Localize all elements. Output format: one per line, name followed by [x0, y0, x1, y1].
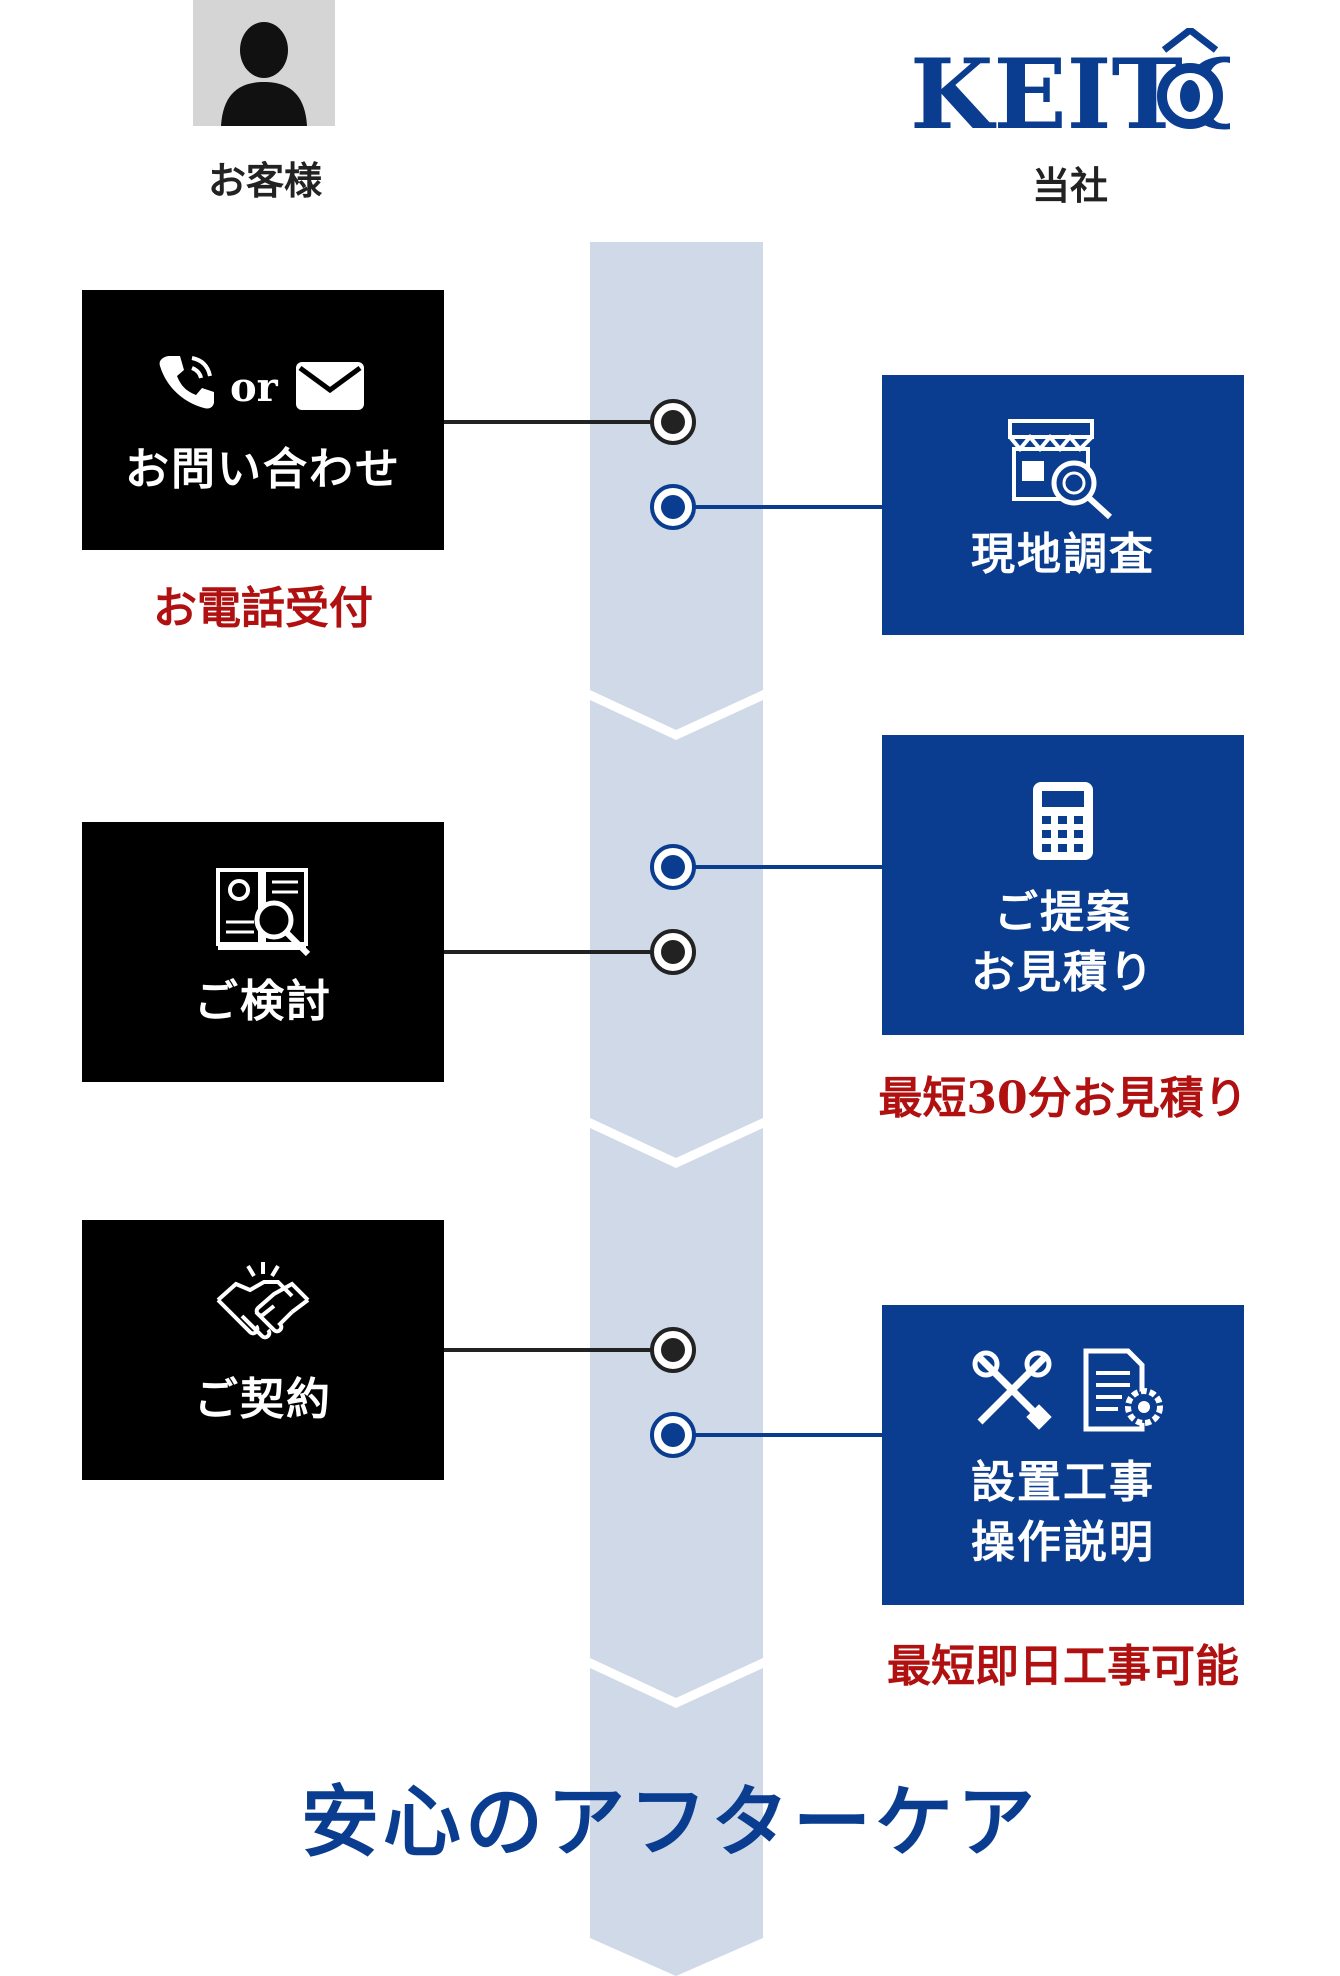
handshake-icon — [216, 1262, 310, 1340]
phone-icon — [159, 356, 214, 409]
customer-avatar — [193, 0, 335, 126]
tools-icon — [972, 1350, 1052, 1430]
install-note: 最短即日工事可能 — [887, 1641, 1239, 1692]
install-connector — [672, 1433, 882, 1437]
inquiry-box: or お問い合わせ — [82, 290, 444, 550]
timeline-node-blue — [650, 1412, 696, 1458]
book-gear-icon — [216, 868, 311, 957]
contract-title: ご契約 — [194, 1374, 332, 1425]
proposal-title-line2: お見積り — [971, 947, 1155, 998]
timeline-node-black — [650, 399, 696, 445]
survey-box: 現地調査 — [882, 375, 1244, 635]
person-icon — [221, 22, 307, 126]
aftercare-heading: 安心のアフターケア — [300, 1777, 1039, 1868]
contract-box: ご契約 — [82, 1220, 444, 1480]
proposal-connector — [672, 865, 882, 869]
store-search-icon — [1008, 419, 1113, 520]
calculator-icon — [1033, 782, 1093, 860]
review-box: ご検討 — [82, 822, 444, 1082]
customer-label: お客様 — [207, 158, 322, 203]
install-title-line1: 設置工事 — [971, 1457, 1155, 1508]
company-label: 当社 — [1031, 163, 1108, 208]
survey-title: 現地調査 — [971, 529, 1155, 580]
proposal-title-line1: ご提案 — [994, 887, 1132, 938]
install-title-line2: 操作説明 — [971, 1517, 1155, 1568]
keito-logo: KEITO — [910, 28, 1230, 138]
install-box: 設置工事 操作説明 — [882, 1305, 1244, 1605]
mail-icon — [296, 362, 364, 410]
timeline-node-black — [650, 1327, 696, 1373]
timeline-node-blue — [650, 484, 696, 530]
inquiry-note: お電話受付 — [153, 583, 373, 634]
timeline-node-blue — [650, 844, 696, 890]
timeline-node-black — [650, 929, 696, 975]
inquiry-title: お問い合わせ — [125, 444, 401, 495]
survey-connector — [672, 505, 882, 509]
proposal-box: ご提案 お見積り — [882, 735, 1244, 1035]
contract-connector — [444, 1348, 672, 1352]
proposal-note: 最短30分お見積り — [878, 1073, 1248, 1124]
document-gear-icon — [1083, 1348, 1163, 1432]
review-title: ご検討 — [194, 976, 332, 1027]
inquiry-connector — [444, 420, 672, 424]
or-text: or — [230, 364, 278, 411]
logo-eye-icon — [1157, 28, 1223, 129]
review-connector — [444, 950, 672, 954]
